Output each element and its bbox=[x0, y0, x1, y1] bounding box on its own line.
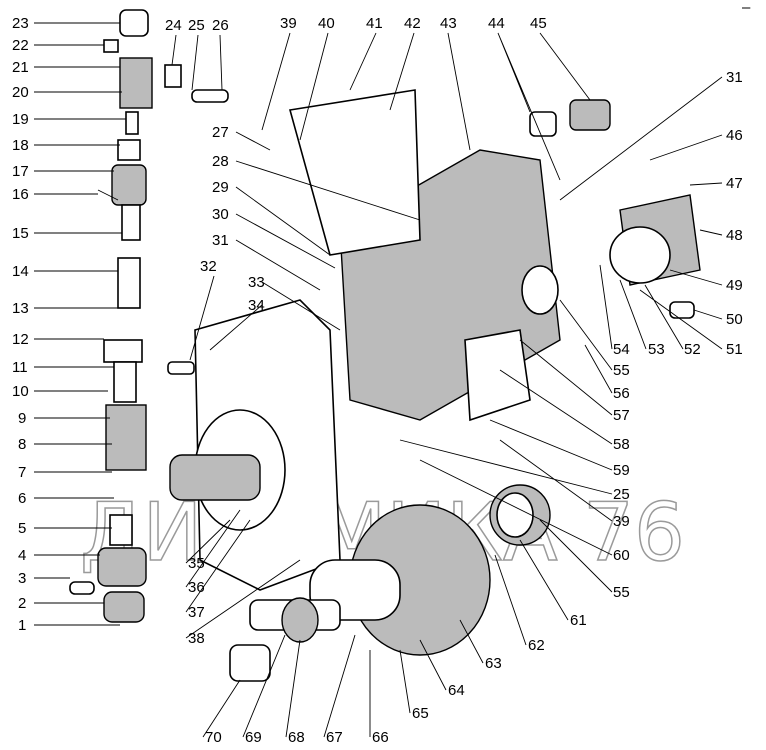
callout-29: 29 bbox=[212, 179, 229, 196]
callout-15: 15 bbox=[12, 225, 29, 242]
callout-69: 69 bbox=[245, 729, 262, 746]
callout-57: 57 bbox=[613, 407, 630, 424]
callout-31-right: 31 bbox=[726, 69, 743, 86]
callout-12: 12 bbox=[12, 331, 29, 348]
callout-10: 10 bbox=[12, 383, 29, 400]
callout-43: 43 bbox=[440, 15, 457, 32]
callout-31: 31 bbox=[212, 232, 229, 249]
callout-40: 40 bbox=[318, 15, 335, 32]
callout-1: 1 bbox=[18, 617, 26, 634]
callout-44: 44 bbox=[488, 15, 505, 32]
callout-58: 58 bbox=[613, 436, 630, 453]
callout-25: 25 bbox=[188, 17, 205, 34]
callout-26: 26 bbox=[212, 17, 229, 34]
callout-59: 59 bbox=[613, 462, 630, 479]
middle-labels: 27 28 29 30 31 32 33 34 35 36 37 38 bbox=[188, 124, 265, 647]
callout-4: 4 bbox=[18, 547, 26, 564]
callout-25-right: 25 bbox=[613, 486, 630, 503]
callout-20: 20 bbox=[12, 84, 29, 101]
callout-65: 65 bbox=[412, 705, 429, 722]
callout-55: 55 bbox=[613, 362, 630, 379]
callout-45: 45 bbox=[530, 15, 547, 32]
callout-16: 16 bbox=[12, 186, 29, 203]
callout-2: 2 bbox=[18, 595, 26, 612]
callout-28: 28 bbox=[212, 153, 229, 170]
callout-8: 8 bbox=[18, 436, 26, 453]
callout-39-right: 39 bbox=[613, 513, 630, 530]
callout-46: 46 bbox=[726, 127, 743, 144]
top-fittings bbox=[164, 64, 695, 375]
callout-24: 24 bbox=[165, 17, 182, 34]
callout-60: 60 bbox=[613, 547, 630, 564]
callout-3: 3 bbox=[18, 570, 26, 587]
callout-5: 5 bbox=[18, 520, 26, 537]
callout-21: 21 bbox=[12, 59, 29, 76]
callout-56: 56 bbox=[613, 385, 630, 402]
callout-61: 61 bbox=[570, 612, 587, 629]
callout-11: 11 bbox=[12, 359, 28, 376]
callout-66: 66 bbox=[372, 729, 389, 746]
pump-housing bbox=[169, 89, 701, 591]
callout-27: 27 bbox=[212, 124, 229, 141]
callout-42: 42 bbox=[404, 15, 421, 32]
callout-33: 33 bbox=[248, 274, 265, 291]
right-labels: 31 46 47 48 49 50 51 52 53 54 55 56 57 5… bbox=[205, 69, 743, 746]
callout-67: 67 bbox=[326, 729, 343, 746]
callout-22: 22 bbox=[12, 37, 29, 54]
callout-6: 6 bbox=[18, 490, 26, 507]
callout-9: 9 bbox=[18, 410, 26, 427]
callout-52: 52 bbox=[684, 341, 701, 358]
callout-48: 48 bbox=[726, 227, 743, 244]
callout-34: 34 bbox=[248, 297, 265, 314]
drive-coupling bbox=[229, 484, 551, 682]
top-labels: 24 25 26 39 40 41 42 43 44 45 bbox=[165, 15, 547, 34]
plunger-assembly bbox=[69, 9, 153, 623]
leader-lines bbox=[34, 22, 723, 738]
callout-35: 35 bbox=[188, 555, 205, 572]
callout-39: 39 bbox=[280, 15, 297, 32]
callout-37: 37 bbox=[188, 604, 205, 621]
callout-17: 17 bbox=[12, 163, 29, 180]
callout-68: 68 bbox=[288, 729, 305, 746]
callout-30: 30 bbox=[212, 206, 229, 223]
callout-53: 53 bbox=[648, 341, 665, 358]
left-labels: 23 22 21 20 19 18 17 16 15 14 13 12 11 1… bbox=[12, 15, 29, 634]
callout-70: 70 bbox=[205, 729, 222, 746]
callout-62: 62 bbox=[528, 637, 545, 654]
callout-32: 32 bbox=[200, 258, 217, 275]
callout-41: 41 bbox=[366, 15, 383, 32]
callout-55-lower: 55 bbox=[613, 584, 630, 601]
callout-36: 36 bbox=[188, 579, 205, 596]
callout-23: 23 bbox=[12, 15, 29, 32]
callout-47: 47 bbox=[726, 175, 743, 192]
callout-49: 49 bbox=[726, 277, 743, 294]
corner-mark: – bbox=[742, 0, 751, 16]
callout-54: 54 bbox=[613, 341, 630, 358]
callout-19: 19 bbox=[12, 111, 29, 128]
callout-38: 38 bbox=[188, 630, 205, 647]
callout-51: 51 bbox=[726, 341, 743, 358]
callout-50: 50 bbox=[726, 311, 743, 328]
callout-14: 14 bbox=[12, 263, 29, 280]
callout-7: 7 bbox=[18, 464, 26, 481]
callout-13: 13 bbox=[12, 300, 29, 317]
callout-18: 18 bbox=[12, 137, 29, 154]
callout-63: 63 bbox=[485, 655, 502, 672]
callout-64: 64 bbox=[448, 682, 465, 699]
